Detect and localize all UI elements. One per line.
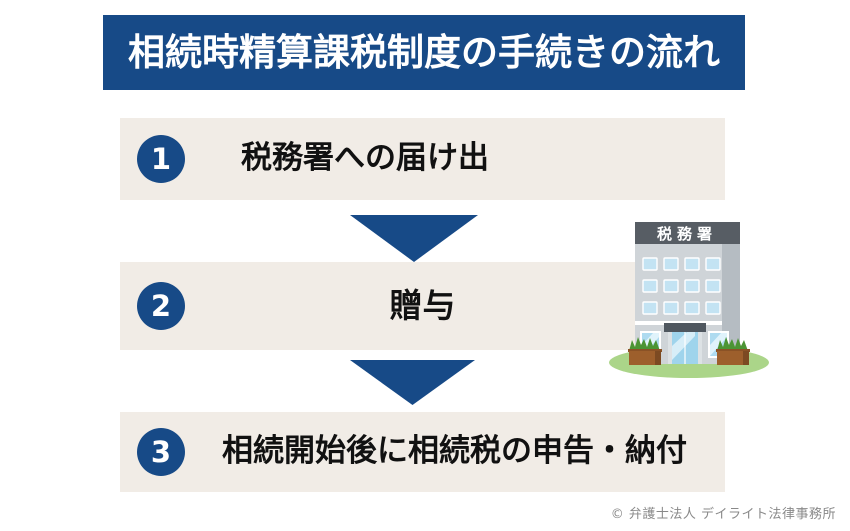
right-planter	[716, 337, 750, 365]
step-row-1: 1 税務署への届け出	[120, 118, 725, 200]
step-3-number-badge: 3	[137, 428, 185, 476]
step-1-label: 税務署への届け出	[241, 140, 489, 177]
building-sign-board	[635, 222, 740, 244]
left-planter	[628, 337, 662, 365]
diagram-title: 相続時精算課税制度の手続きの流れ	[128, 31, 720, 74]
building-windows	[642, 257, 721, 315]
diagram-title-banner: 相続時精算課税制度の手続きの流れ	[103, 15, 745, 90]
step-2-label: 贈与	[389, 286, 456, 326]
building-sign-label: 税務署	[657, 225, 717, 243]
copyright-notice: © 弁護士法人 デイライト法律事務所	[610, 507, 836, 522]
building-side-shade	[722, 222, 740, 364]
step-1-number-badge: 1	[137, 135, 185, 183]
step-2-number-badge: 2	[137, 282, 185, 330]
step-row-2: 2 贈与	[120, 262, 725, 350]
down-arrow-icon	[350, 360, 475, 405]
building-entrance	[664, 323, 706, 364]
down-arrow-icon	[350, 215, 478, 262]
step-row-3: 3 相続開始後に相続税の申告・納付	[120, 412, 725, 492]
step-3-label: 相続開始後に相続税の申告・納付	[222, 433, 687, 470]
tax-office-building-illustration: 税務署	[609, 222, 769, 378]
